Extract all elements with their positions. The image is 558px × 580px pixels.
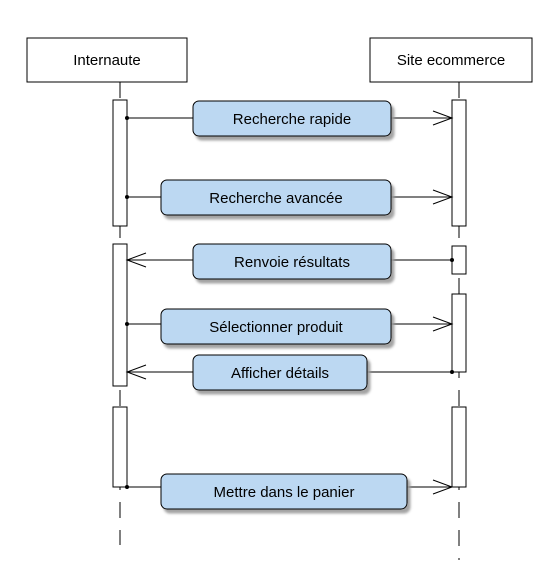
activation-bar — [451, 406, 467, 488]
message-renvoie-resultats[interactable]: Renvoie résultats — [125, 243, 454, 280]
participant-label: Internaute — [73, 52, 141, 69]
message-label: Afficher détails — [231, 365, 329, 382]
message-recherche-rapide[interactable]: Recherche rapide — [125, 100, 454, 137]
participant-label: Site ecommerce — [397, 52, 505, 69]
activation-bar — [451, 245, 467, 275]
message-selectionner-produit[interactable]: Sélectionner produit — [125, 308, 454, 345]
participant-site-ecommerce[interactable]: Site ecommerce — [369, 37, 533, 83]
activation-bar — [112, 99, 128, 227]
message-afficher-details[interactable]: Afficher détails — [125, 354, 454, 391]
message-label: Recherche rapide — [233, 111, 351, 128]
activation-bar — [451, 99, 467, 227]
message-recherche-avancee[interactable]: Recherche avancée — [125, 179, 454, 216]
activation-bar — [112, 243, 128, 387]
participant-internaute[interactable]: Internaute — [26, 37, 188, 83]
message-label: Renvoie résultats — [234, 254, 350, 271]
message-label: Mettre dans le panier — [214, 484, 355, 501]
message-mettre-dans-le-panier[interactable]: Mettre dans le panier — [125, 473, 454, 510]
message-label: Sélectionner produit — [209, 319, 343, 336]
activation-bar — [451, 293, 467, 373]
activation-bar — [112, 406, 128, 488]
message-label: Recherche avancée — [209, 190, 342, 207]
